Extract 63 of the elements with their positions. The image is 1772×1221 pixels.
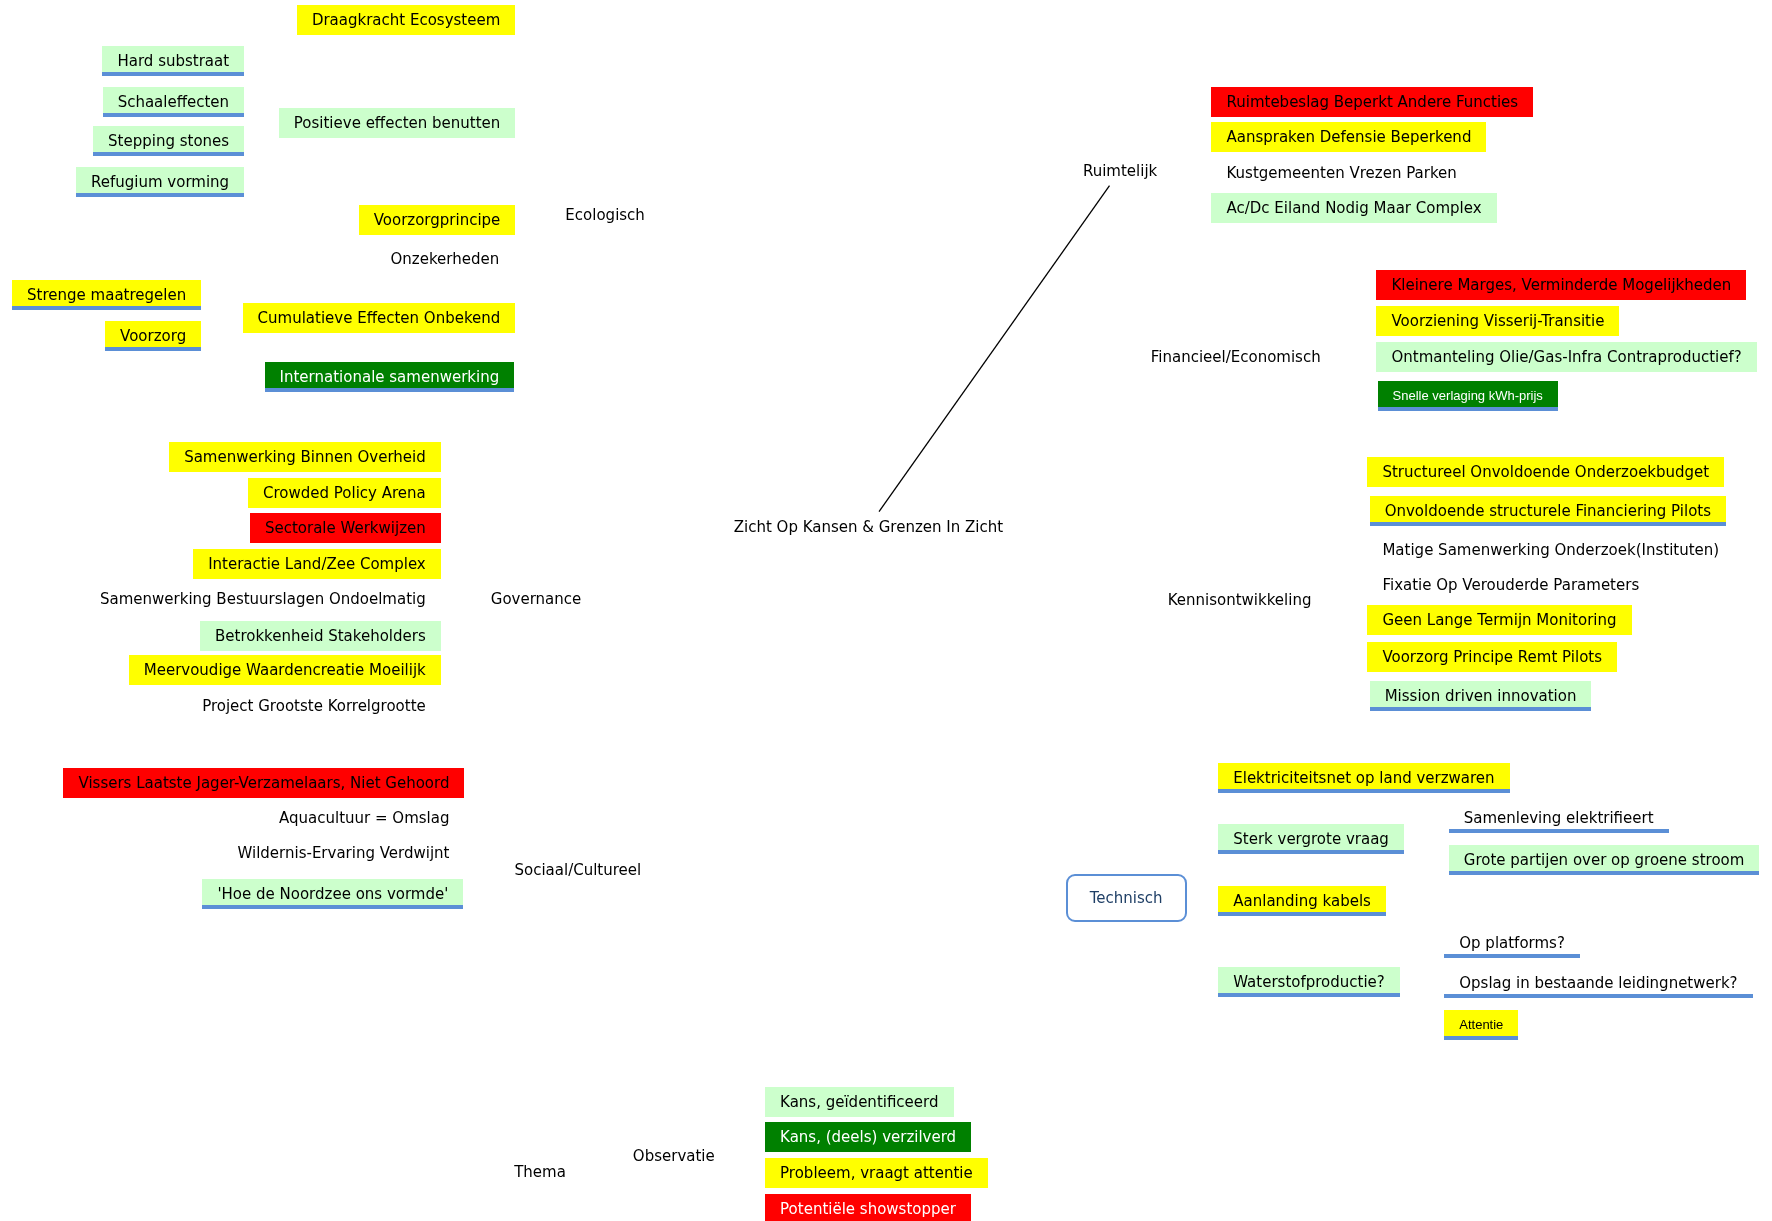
topic-text: Sociaal/Cultureel <box>499 855 657 886</box>
topic-box: Ruimtebeslag Beperkt Andere Functies <box>1211 86 1534 117</box>
key-heading: Observatie <box>632 1146 715 1168</box>
topic-box: Cumulatieve Effecten Onbekend <box>242 302 516 333</box>
topic-box: Ontmanteling Olie/Gas-Infra Contraproductief? <box>1376 342 1757 373</box>
topic-box: Strenge maatregelen <box>12 279 202 310</box>
legend-entry: Kans, (deels) verzilverd <box>765 1122 972 1153</box>
topic-box: Sterk vergrote vraag <box>1218 823 1404 854</box>
topic-box: Samenwerking Binnen Overheid <box>169 441 441 472</box>
topic-box: Structureel Onvoldoende Onderzoekbudget <box>1367 457 1725 488</box>
topic-box: Betrokkenheid Stakeholders <box>200 621 441 652</box>
topic-text: Matige Samenwerking Onderzoek(Instituten) <box>1367 535 1735 566</box>
connector-line <box>878 185 1111 513</box>
topic-box: Schaaleffecten <box>102 86 245 117</box>
topic-box: Voorzorg Principe Remt Pilots <box>1367 641 1617 672</box>
topic-box: Grote partijen over op groene stroom <box>1448 845 1760 875</box>
legend-entry: Kans, geïdentificeerd <box>765 1086 954 1117</box>
topic-box: Interactie Land/Zee Complex <box>193 548 441 579</box>
topic-text: Aquacultuur = Omslag <box>264 803 465 834</box>
topic-text: Wildernis-Ervaring Verdwijnt <box>222 838 465 869</box>
topic-box: Crowded Policy Arena <box>248 477 441 508</box>
legend-entry: Probleem, vraagt attentie <box>765 1158 988 1189</box>
topic-box: Kleinere Marges, Verminderde Mogelijkheden <box>1376 269 1747 300</box>
topic-box: Stepping stones <box>93 126 245 157</box>
topic-box: Meervoudige Waardencreatie Moeilijk <box>128 655 441 686</box>
topic-box: Voorziening Visserij-Transitie <box>1376 305 1620 336</box>
topic-box: Geen Lange Termijn Monitoring <box>1367 605 1632 636</box>
topic-box: Waterstofproductie? <box>1218 967 1400 998</box>
topic-text: Samenwerking Bestuurslagen Ondoelmatig <box>85 583 441 614</box>
topic-box: Internationale samenwerking <box>264 362 515 393</box>
topic-text: Fixatie Op Verouderde Parameters <box>1367 570 1655 601</box>
legend-entry: Potentiële showstopper <box>765 1193 971 1221</box>
topic-box: Sectorale Werkwijzen <box>249 512 441 543</box>
topic-text: Financieel/Economisch <box>1135 342 1336 373</box>
topic-box: Voorzorgprincipe <box>358 205 516 236</box>
topic-box: Op platforms? <box>1444 927 1580 958</box>
topic-box: Positieve effecten benutten <box>278 108 516 139</box>
topic-text: Onzekerheden <box>375 243 515 274</box>
topic-box: Attentie <box>1444 1010 1519 1040</box>
topic-text: Ecologisch <box>550 199 660 230</box>
topic-box: Aanspraken Defensie Beperkend <box>1211 121 1487 152</box>
topic-box: 'Hoe de Noordzee ons vormde' <box>202 878 464 909</box>
topic-text: Kustgemeenten Vrezen Parken <box>1211 157 1472 188</box>
topic-box: Snelle verlaging kWh-prijs <box>1377 380 1558 411</box>
topic-text: Governance <box>475 583 597 614</box>
topic-box: Elektriciteitsnet op land verzwaren <box>1218 762 1510 793</box>
topic-box: Technisch <box>1065 874 1187 923</box>
topic-box: Refugium vorming <box>76 166 245 197</box>
topic-box: Draagkracht Ecosysteem <box>296 5 516 36</box>
topic-box: Opslag in bestaande leidingnetwerk? <box>1444 968 1753 999</box>
topic-text: Kennisontwikkeling <box>1152 585 1327 616</box>
topic-box: Ac/Dc Eiland Nodig Maar Complex <box>1211 192 1497 223</box>
central-topic: Zicht Op Kansen & Grenzen In Zicht <box>718 511 1019 542</box>
topic-box: Hard substraat <box>102 46 245 76</box>
topic-box: Samenleving elektrifieert <box>1448 803 1669 834</box>
topic-box: Onvoldoende structurele Financiering Pilots <box>1369 495 1726 526</box>
key-heading: Thema <box>514 1161 566 1183</box>
topic-text: Ruimtelijk <box>1067 155 1173 186</box>
topic-box: Mission driven innovation <box>1369 681 1592 712</box>
topic-box: Vissers Laatste Jager-Verzamelaars, Niet Gehoord <box>63 768 465 799</box>
topic-text: Project Grootste Korrelgrootte <box>187 691 441 722</box>
topic-box: Aanlanding kabels <box>1218 885 1386 916</box>
topic-box: Voorzorg <box>105 320 202 351</box>
